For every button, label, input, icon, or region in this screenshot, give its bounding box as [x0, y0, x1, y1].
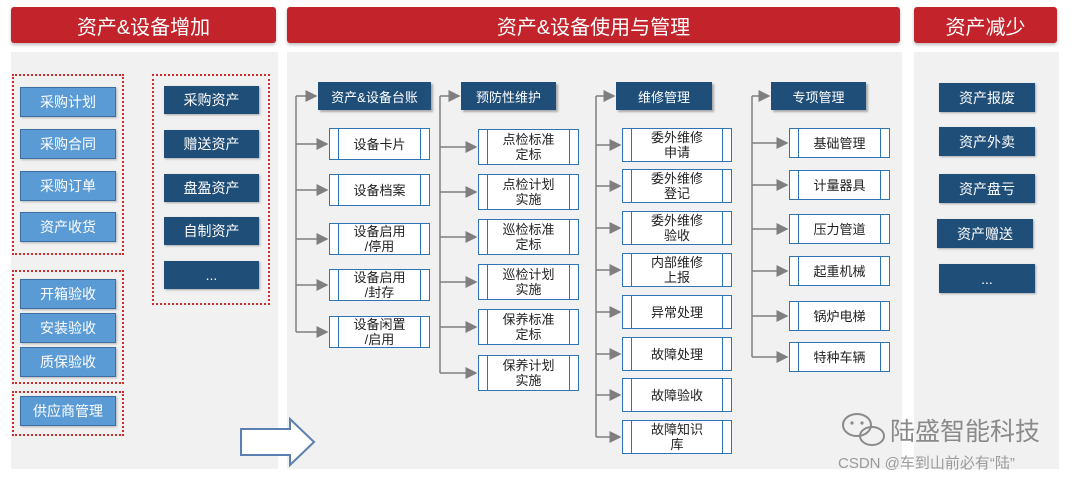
special-item[interactable]: 特种车辆	[789, 342, 890, 372]
repair-item[interactable]: 委外维修 验收	[622, 211, 732, 245]
preventive-item[interactable]: 巡检标准 定标	[478, 219, 579, 255]
special-item[interactable]: 锅炉电梯	[789, 301, 890, 331]
repair-management-header[interactable]: 维修管理	[616, 82, 712, 110]
procurement-contract-button[interactable]: 采购合同	[20, 129, 116, 159]
special-item[interactable]: 计量器具	[789, 170, 890, 200]
special-item[interactable]: 起重机械	[789, 256, 890, 286]
group-supplier	[12, 391, 124, 436]
panel-right	[914, 52, 1059, 469]
header-asset-increase: 资产&设备增加	[11, 7, 276, 43]
donated-assets-button[interactable]: 赠送资产	[164, 130, 259, 158]
preventive-item[interactable]: 保养标准 定标	[478, 309, 579, 345]
watermark-brand: 陆盛智能科技	[890, 418, 1041, 446]
ledger-item[interactable]: 设备闲置 /启用	[329, 316, 430, 348]
repair-item[interactable]: 异常处理	[622, 295, 732, 329]
procurement-plan-button[interactable]: 采购计划	[20, 87, 116, 117]
asset-sale-button[interactable]: 资产外卖	[939, 127, 1035, 156]
repair-item[interactable]: 委外维修 申请	[622, 128, 732, 162]
repair-item[interactable]: 故障验收	[622, 378, 732, 412]
asset-donation-button[interactable]: 资产赠送	[937, 219, 1033, 248]
repair-item[interactable]: 委外维修 登记	[622, 169, 732, 203]
repair-item[interactable]: 故障知识 库	[622, 420, 732, 454]
ledger-item[interactable]: 设备启用 /封存	[329, 269, 430, 301]
surplus-assets-button[interactable]: 盘盈资产	[164, 174, 259, 202]
header-asset-decrease: 资产减少	[914, 7, 1057, 43]
installation-acceptance-button[interactable]: 安装验收	[20, 313, 116, 343]
unboxing-acceptance-button[interactable]: 开箱验收	[20, 279, 116, 309]
warranty-acceptance-button[interactable]: 质保验收	[20, 347, 116, 377]
preventive-item[interactable]: 巡检计划 实施	[478, 264, 579, 300]
watermark-credit: CSDN @车到山前必有“陆”	[838, 455, 1015, 472]
header-asset-usage-management: 资产&设备使用与管理	[287, 7, 900, 43]
group-procurement	[12, 74, 124, 255]
supplier-management-button[interactable]: 供应商管理	[20, 396, 116, 426]
purchased-assets-button[interactable]: 采购资产	[164, 86, 259, 114]
preventive-item[interactable]: 点检标准 定标	[478, 129, 579, 165]
asset-shortage-button[interactable]: 资产盘亏	[939, 174, 1035, 203]
self-made-assets-button[interactable]: 自制资产	[164, 217, 259, 245]
special-item[interactable]: 基础管理	[789, 128, 890, 158]
ledger-item[interactable]: 设备档案	[329, 174, 430, 206]
more-sources-button[interactable]: ...	[164, 261, 259, 289]
preventive-maintenance-header[interactable]: 预防性维护	[461, 82, 556, 110]
asset-receipt-button[interactable]: 资产收货	[20, 212, 116, 242]
procurement-order-button[interactable]: 采购订单	[20, 171, 116, 201]
ledger-item[interactable]: 设备启用 /停用	[329, 223, 430, 255]
ledger-header[interactable]: 资产&设备台账	[318, 82, 431, 110]
repair-item[interactable]: 内部维修 上报	[622, 253, 732, 287]
special-item[interactable]: 压力管道	[789, 214, 890, 244]
group-asset-sources	[152, 74, 270, 305]
repair-item[interactable]: 故障处理	[622, 337, 732, 371]
special-management-header[interactable]: 专项管理	[771, 82, 866, 110]
group-acceptance	[12, 270, 124, 384]
asset-scrap-button[interactable]: 资产报废	[939, 83, 1035, 112]
more-decrease-button[interactable]: ...	[939, 264, 1035, 293]
preventive-item[interactable]: 保养计划 实施	[478, 355, 579, 391]
ledger-item[interactable]: 设备卡片	[329, 128, 430, 160]
preventive-item[interactable]: 点检计划 实施	[478, 174, 579, 210]
